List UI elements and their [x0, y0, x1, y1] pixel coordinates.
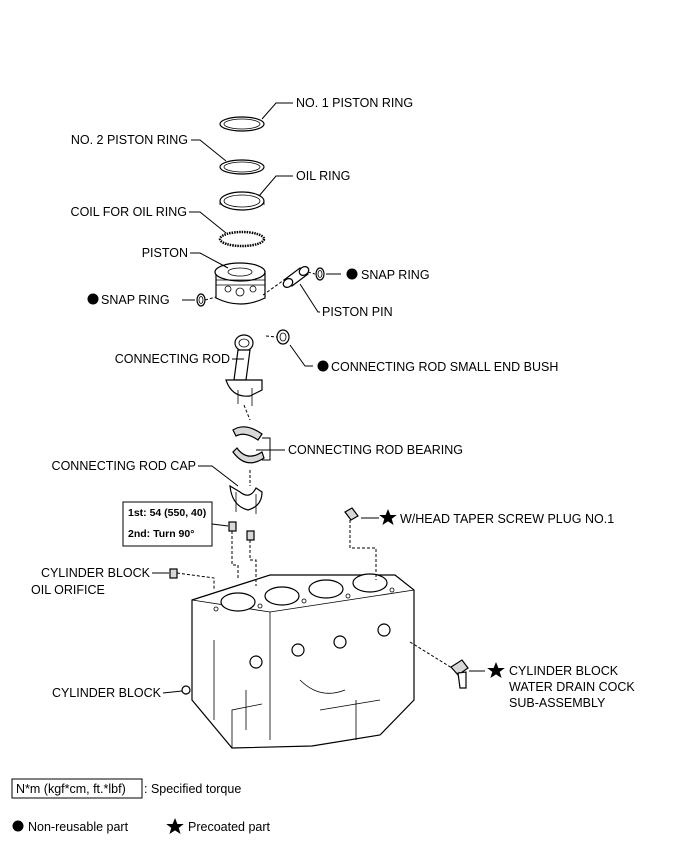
label-connecting-rod: CONNECTING ROD [115, 352, 230, 366]
label-connecting-rod-cap: CONNECTING ROD CAP [52, 459, 196, 473]
connecting-rod-small-end-bush [276, 329, 290, 345]
legend-precoated: Precoated part [188, 820, 271, 834]
non-reusable-marker [317, 360, 329, 372]
label-drain-cock-line3: SUB-ASSEMBLY [509, 696, 606, 710]
piston-pin [282, 266, 310, 288]
non-reusable-marker [346, 268, 358, 280]
legend-torque-desc: : Specified torque [144, 782, 241, 796]
label-snap-ring-left: SNAP RING [101, 293, 170, 307]
cylinder-block-water-drain-cock [450, 659, 469, 689]
label-cylinder-block: CYLINDER BLOCK [52, 686, 162, 700]
non-reusable-marker [87, 293, 99, 305]
oil-ring [219, 191, 265, 211]
label-no1-piston-ring: NO. 1 PISTON RING [296, 96, 413, 110]
cylinder-block [181, 573, 415, 749]
piston [214, 262, 266, 305]
label-connecting-rod-bearing: CONNECTING ROD BEARING [288, 443, 463, 457]
label-drain-cock-line1: CYLINDER BLOCK [509, 664, 619, 678]
label-no2-piston-ring: NO. 2 PISTON RING [71, 133, 188, 147]
label-oil-orifice-line2: OIL ORIFICE [31, 583, 105, 597]
label-coil-for-oil-ring: COIL FOR OIL RING [71, 205, 187, 219]
no2-piston-ring [219, 159, 265, 175]
label-drain-cock-line2: WATER DRAIN COCK [509, 680, 635, 694]
label-oil-orifice-line1: CYLINDER BLOCK [41, 566, 151, 580]
torque-first-pass: 1st: 54 (550, 40) [128, 507, 206, 519]
w-head-taper-screw-plug [344, 507, 359, 521]
label-w-head-taper-screw-plug: W/HEAD TAPER SCREW PLUG NO.1 [400, 512, 614, 526]
torque-spec-box: 1st: 54 (550, 40) 2nd: Turn 90° [122, 501, 229, 547]
connecting-rod-nut-right [246, 530, 255, 541]
legend: N*m (kgf*cm, ft.*lbf) : Specified torque… [11, 778, 271, 834]
coil-for-oil-ring [218, 230, 266, 248]
cylinder-block-oil-orifice [169, 568, 178, 579]
legend-non-reusable: Non-reusable part [28, 820, 129, 834]
no1-piston-ring [219, 116, 265, 132]
label-oil-ring: OIL RING [296, 169, 350, 183]
torque-legend-box [11, 778, 143, 799]
snap-ring-left [196, 293, 206, 307]
label-snap-ring-right: SNAP RING [361, 268, 430, 282]
connecting-rod [225, 334, 263, 406]
precoated-marker [487, 662, 505, 678]
legend-torque-unit: N*m (kgf*cm, ft.*lbf) [16, 782, 126, 796]
connecting-rod-cap [229, 484, 263, 514]
label-piston: PISTON [142, 246, 188, 260]
legend-precoated-marker [166, 818, 184, 834]
connecting-rod-bearing [232, 426, 265, 464]
connecting-rod-nut-left [228, 521, 237, 532]
snap-ring-right [315, 267, 325, 281]
torque-second-pass: 2nd: Turn 90° [128, 528, 194, 540]
precoated-marker [379, 509, 397, 525]
legend-non-reusable-marker [12, 820, 24, 832]
label-connecting-rod-small-end-bush: CONNECTING ROD SMALL END BUSH [331, 360, 558, 374]
label-piston-pin: PISTON PIN [322, 305, 393, 319]
